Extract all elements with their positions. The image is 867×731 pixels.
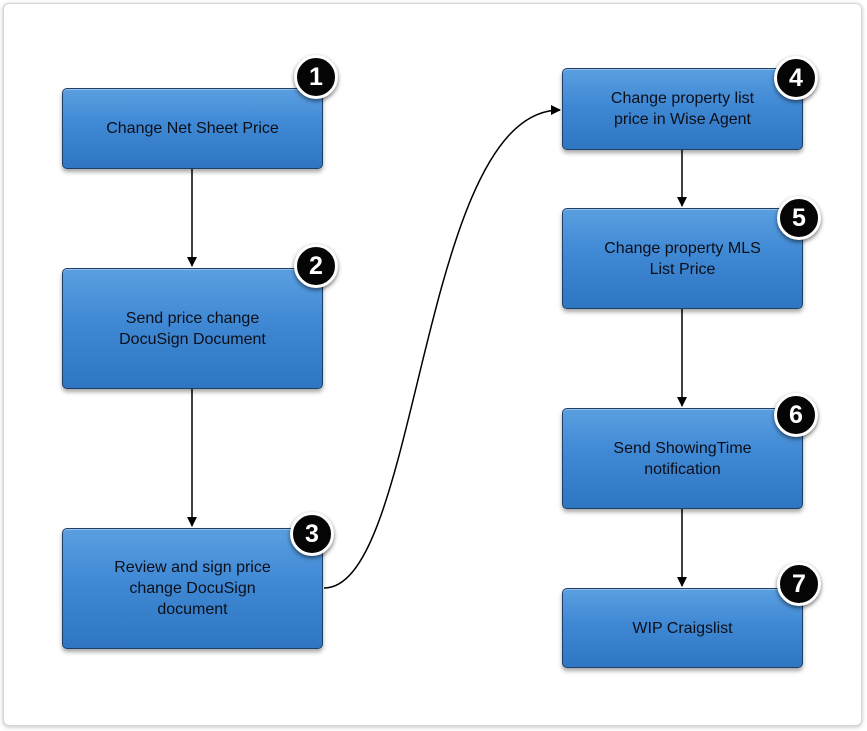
- step-label-4: Change property list price in Wise Agent: [610, 90, 755, 128]
- step-box-5: Change property MLS List Price: [562, 208, 803, 309]
- step-number-badge-3: 3: [290, 512, 334, 556]
- step-box-4: Change property list price in Wise Agent: [562, 68, 803, 150]
- step-label-3: Review and sign price change DocuSign do…: [114, 559, 271, 618]
- step-label-7: WIP Craigslist: [632, 619, 733, 637]
- step-box-2: Send price change DocuSign Document: [62, 268, 323, 389]
- step-number-badge-5: 5: [777, 196, 821, 240]
- step-box-6: Send ShowingTime notification: [562, 408, 803, 509]
- step-number-badge-6: 6: [774, 393, 818, 437]
- step-box-7: WIP Craigslist: [562, 588, 803, 668]
- step-number-badge-4: 4: [774, 56, 818, 100]
- step-box-3: Review and sign price change DocuSign do…: [62, 528, 323, 649]
- step-number-badge-2: 2: [294, 244, 338, 288]
- step-label-1: Change Net Sheet Price: [106, 120, 279, 137]
- step-label-6: Send ShowingTime notification: [613, 439, 752, 478]
- step-label-2: Send price change DocuSign Document: [119, 309, 266, 348]
- step-number-badge-1: 1: [294, 55, 338, 99]
- step-number-badge-7: 7: [777, 562, 821, 606]
- arrow-step3-to-step4: [323, 105, 561, 589]
- step-box-1: Change Net Sheet Price: [62, 88, 323, 169]
- step-label-5: Change property MLS List Price: [604, 239, 761, 278]
